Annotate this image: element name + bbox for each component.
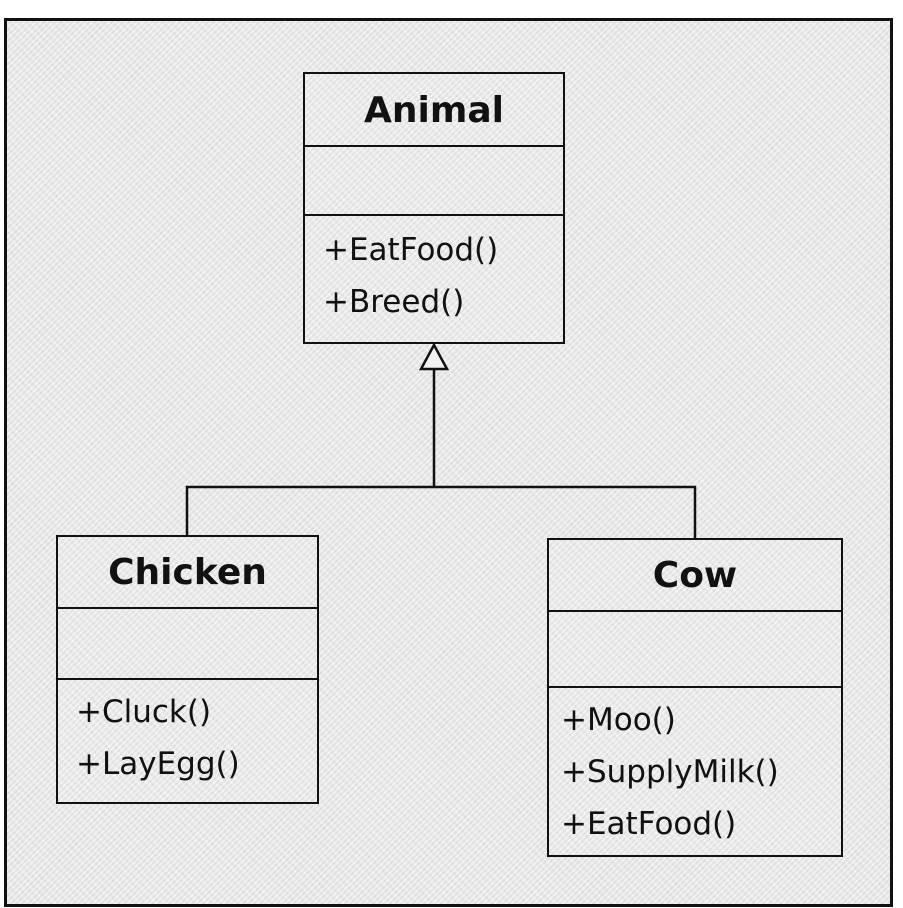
- method-cluck: +Cluck(): [76, 694, 212, 730]
- class-chicken-name: Chicken: [58, 537, 317, 609]
- inheritance-arrowhead: [418, 342, 450, 371]
- class-animal-attributes: [305, 147, 563, 216]
- class-cow-name: Cow: [549, 540, 841, 612]
- method-supplymilk: +SupplyMilk(): [561, 754, 779, 790]
- class-cow-methods: +Moo() +SupplyMilk() +EatFood(): [549, 688, 841, 850]
- inheritance-connectors: [185, 342, 697, 538]
- class-chicken-methods: +Cluck() +LayEgg(): [58, 680, 317, 790]
- class-chicken-attributes: [58, 609, 317, 680]
- class-chicken[interactable]: Chicken +Cluck() +LayEgg(): [56, 535, 319, 804]
- method-breed: +Breed(): [323, 284, 465, 320]
- method-layegg: +LayEgg(): [76, 746, 240, 782]
- method-eatfood: +EatFood(): [323, 232, 499, 268]
- class-animal-methods: +EatFood() +Breed(): [305, 216, 563, 328]
- method-eatfood-cow: +EatFood(): [561, 806, 737, 842]
- class-animal[interactable]: Animal +EatFood() +Breed(): [303, 72, 565, 344]
- class-cow-attributes: [549, 612, 841, 688]
- class-cow[interactable]: Cow +Moo() +SupplyMilk() +EatFood(): [547, 538, 843, 857]
- method-moo: +Moo(): [561, 702, 676, 738]
- inheritance-line-chicken: [185, 485, 697, 538]
- class-animal-name: Animal: [305, 74, 563, 147]
- diagram-frame: Animal +EatFood() +Breed() Chicken +Cluc…: [4, 18, 893, 907]
